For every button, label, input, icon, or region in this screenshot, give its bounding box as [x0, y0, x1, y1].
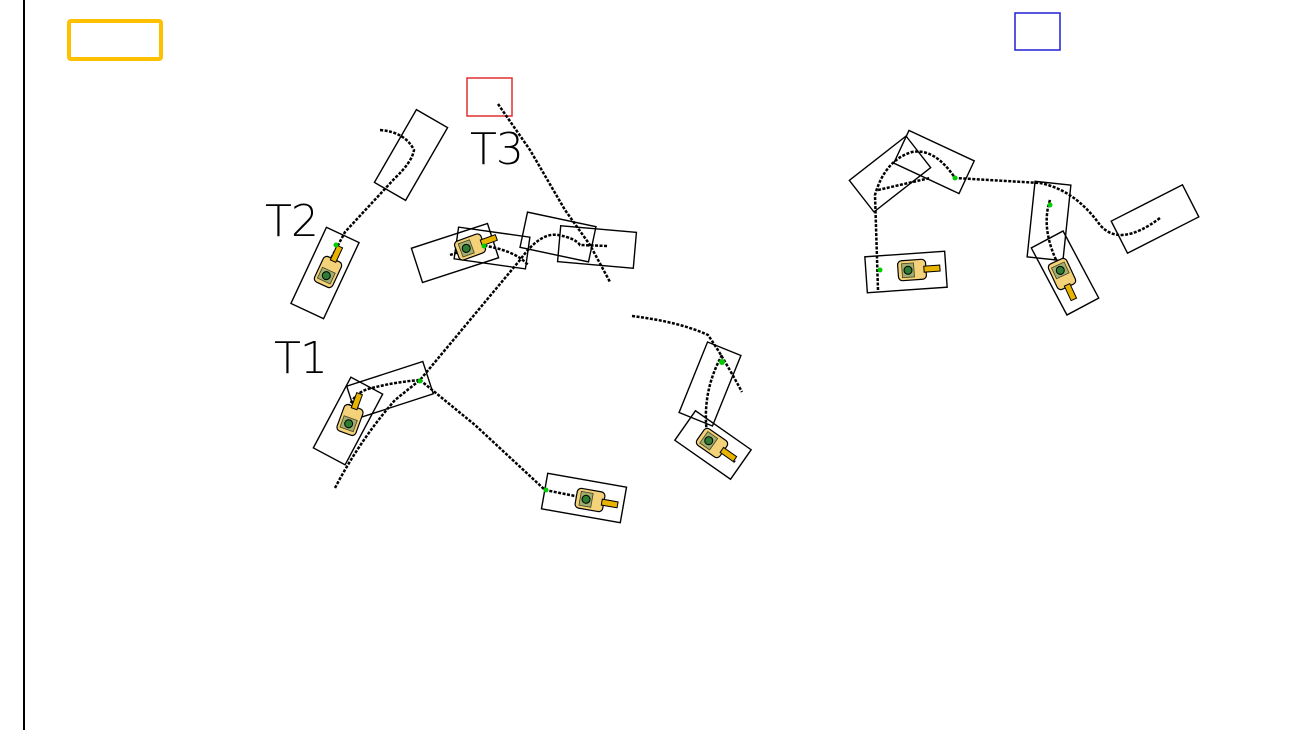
- label-t1: T1: [274, 333, 327, 384]
- track-t2: [323, 128, 416, 271]
- boxes-center: [312, 211, 638, 524]
- robot-icon: [896, 257, 942, 282]
- track-t1: [333, 233, 609, 499]
- robot-icon: [694, 426, 742, 468]
- label-t3: T3: [470, 124, 523, 175]
- label-t2: T2: [265, 196, 318, 247]
- green-ticks: [333, 175, 1053, 493]
- robot-icon: [1046, 256, 1084, 305]
- blue-marker: [1014, 12, 1061, 51]
- boxes-t2: [290, 108, 449, 320]
- track-t3: [496, 103, 612, 283]
- red-marker: [466, 77, 513, 117]
- robot-icon: [573, 487, 620, 516]
- left-border-line: [23, 0, 25, 730]
- orange-marker: [67, 19, 163, 61]
- boxes-right: [848, 129, 1200, 316]
- boxes-middle-right: [673, 341, 753, 481]
- robot-icon: [312, 241, 350, 290]
